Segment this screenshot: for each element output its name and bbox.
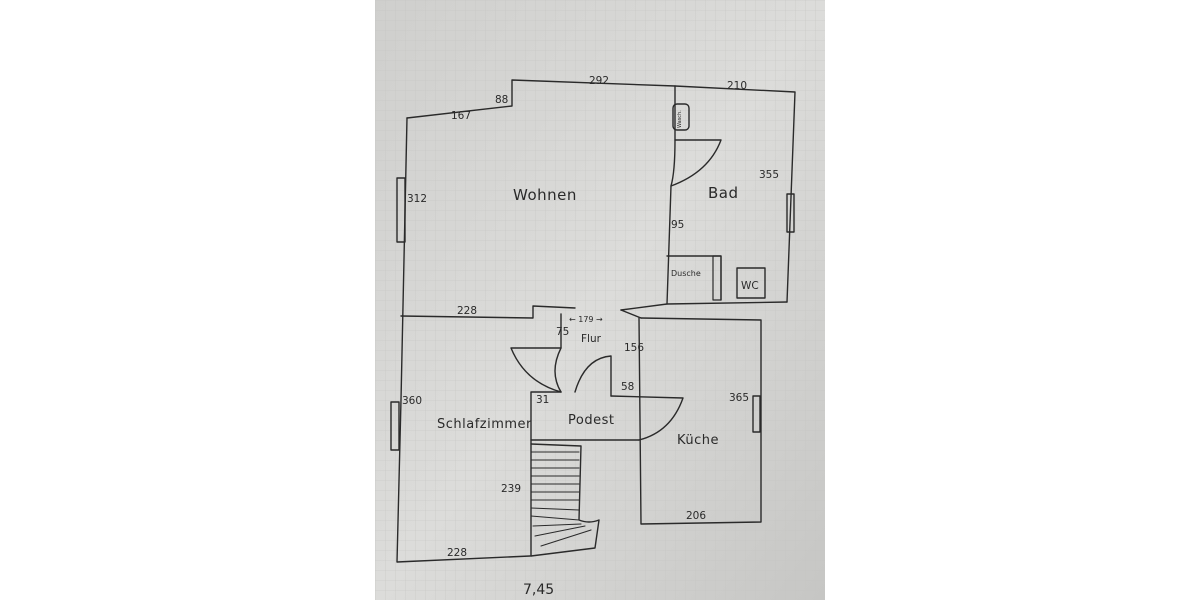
dim-312: 312	[407, 193, 427, 205]
kueche-top-wall	[638, 317, 762, 525]
room-label-kueche: Küche	[677, 433, 719, 448]
flur-wall-right-top	[620, 301, 788, 311]
room-label-flur: Flur	[581, 333, 602, 345]
flur-opening-right	[620, 309, 642, 319]
dim-95: 95	[671, 219, 684, 231]
room-label-wohnen: Wohnen	[513, 186, 577, 204]
stair-treads	[530, 451, 592, 547]
paper-grid	[375, 0, 825, 600]
dim-228-bottom: 228	[447, 547, 467, 559]
dim-360: 360	[402, 395, 422, 407]
wc-box	[736, 267, 766, 299]
bad-door-swing	[670, 139, 676, 187]
flur-left-wall	[510, 313, 562, 393]
dim-355: 355	[759, 169, 779, 181]
washbasin-label: Wasch.	[677, 110, 683, 128]
dim-179: ← 179 →	[569, 315, 603, 324]
wohnen-bottom-wall	[400, 305, 576, 319]
dim-292: 292	[589, 75, 609, 87]
graph-paper-photo: Wohnen Bad Dusche WC Flur Schlafzimmer P…	[375, 0, 825, 600]
schlafzimmer-wall	[530, 391, 562, 557]
dim-167: 167	[451, 110, 471, 122]
podest-door-swing	[574, 355, 612, 397]
dim-88: 88	[495, 94, 508, 106]
dim-210: 210	[727, 80, 747, 92]
window-wohnen	[396, 177, 406, 243]
dim-206: 206	[686, 510, 706, 522]
dim-239: 239	[501, 483, 521, 495]
dim-31: 31	[536, 394, 549, 406]
room-label-bad: Bad	[708, 184, 739, 202]
dim-156: 156	[624, 342, 644, 354]
window-bad	[786, 193, 795, 233]
bad-wall	[666, 85, 722, 305]
podest-right-wall	[610, 395, 684, 441]
outer-wall-left	[396, 117, 531, 563]
window-schlafzimmer	[390, 401, 400, 451]
dim-total-width: 7,45	[523, 582, 554, 598]
washbasin	[672, 103, 690, 131]
room-label-podest: Podest	[568, 413, 614, 428]
window-kueche	[752, 395, 761, 433]
dusche-tiles	[712, 255, 722, 301]
room-label-wc: WC	[741, 280, 759, 292]
dim-228-top: 228	[457, 305, 477, 317]
dim-75: 75	[556, 326, 569, 338]
room-label-schlafzimmer: Schlafzimmer	[437, 417, 532, 432]
dim-365: 365	[729, 392, 749, 404]
floor-plan-drawing: Wohnen Bad Dusche WC Flur Schlafzimmer P…	[375, 0, 825, 600]
room-label-dusche: Dusche	[671, 269, 701, 278]
outer-wall-top-left	[406, 79, 796, 303]
flur-door-swing	[554, 347, 562, 393]
dim-58: 58	[621, 381, 634, 393]
